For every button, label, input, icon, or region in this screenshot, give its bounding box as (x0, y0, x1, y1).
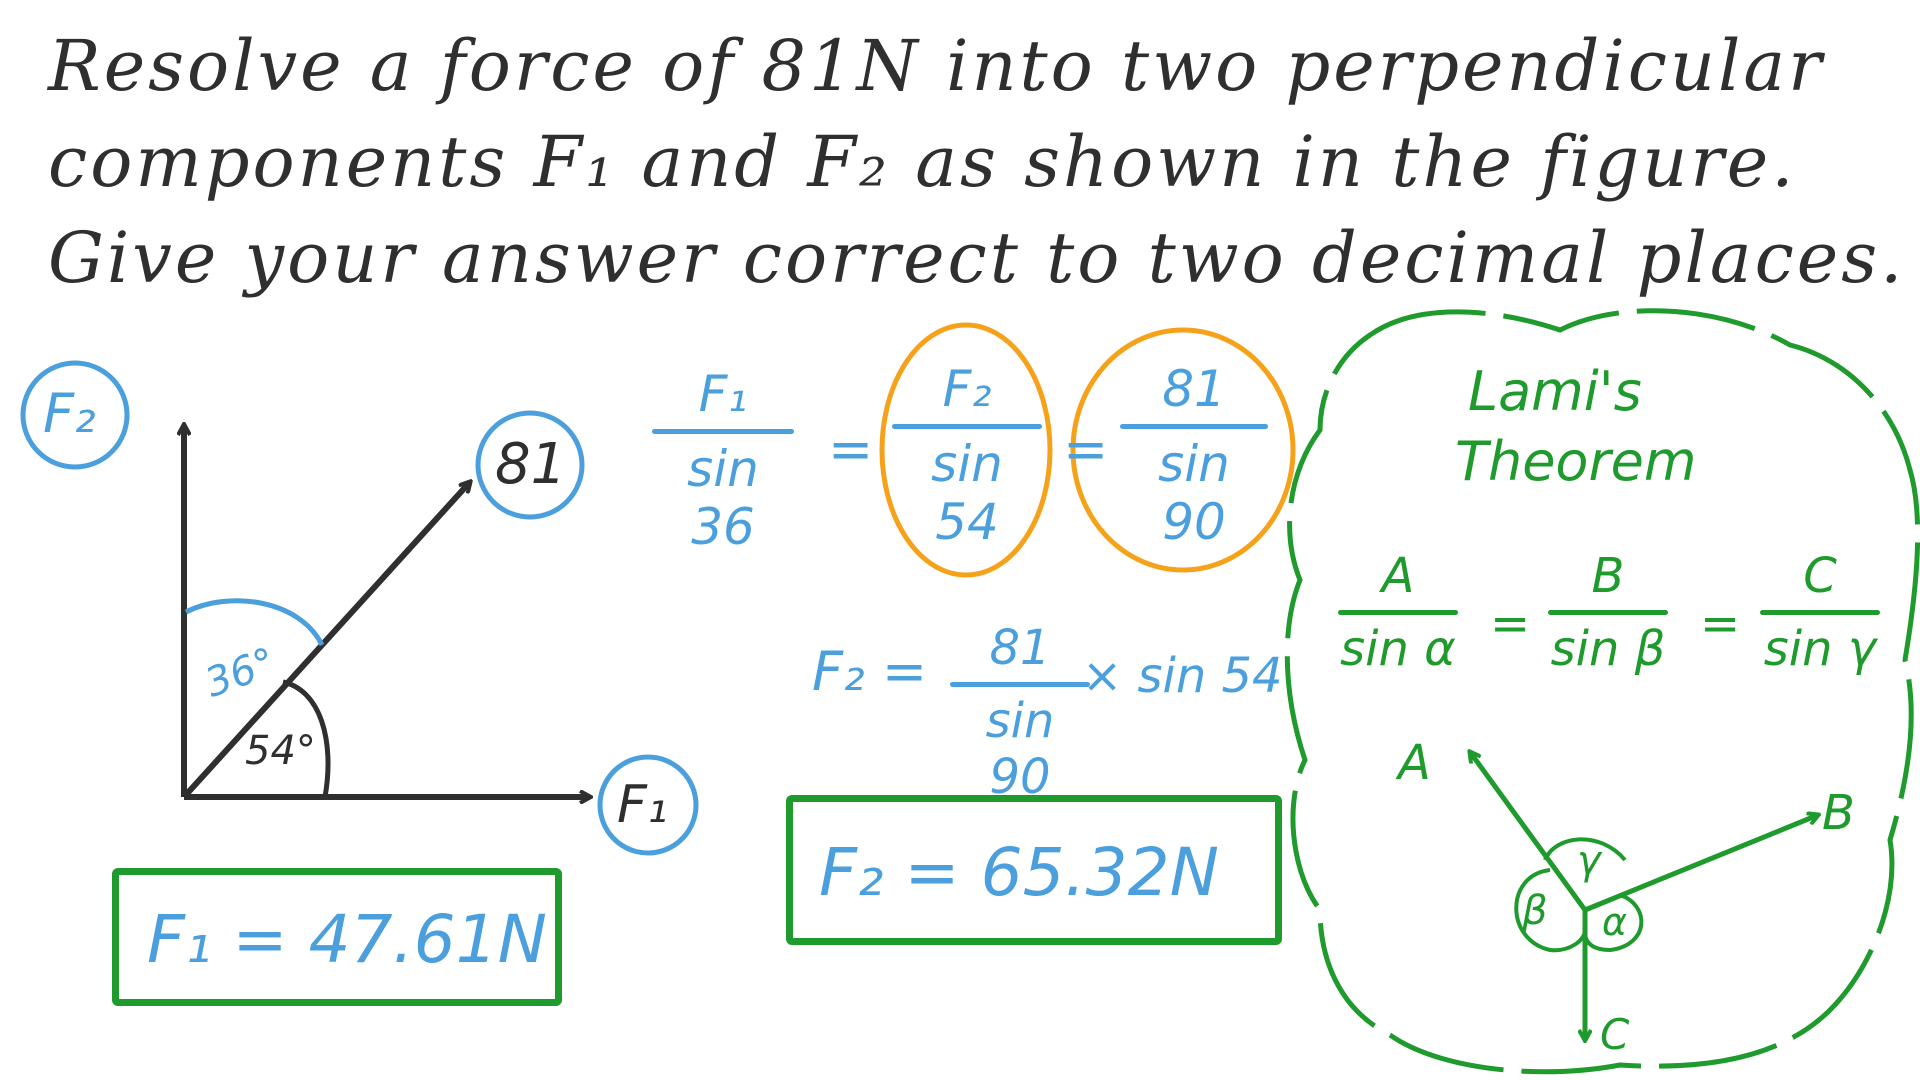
fraction-f1-sin36: F₁ sin 36 (652, 365, 794, 556)
equation2-denominator: sin 90 (985, 693, 1055, 805)
81-label-circle (475, 410, 585, 520)
angle-label-54: 54° (245, 728, 316, 774)
orange-loop-81 (1070, 327, 1296, 573)
lami-arc-gamma (1543, 837, 1627, 862)
fraction-81-numerator: 81 (1162, 360, 1226, 418)
resultant-force-arrow (181, 482, 470, 800)
question-line-3: Give your answer correct to two decimal … (48, 217, 1906, 299)
fraction-f1-denominator: sin 36 (687, 440, 759, 556)
lami-equals-1: = (1490, 596, 1531, 652)
equation2-fraction: 81 sin 90 (950, 620, 1090, 805)
lami-title-line2: Theorem (1455, 430, 1697, 493)
fraction-bar (892, 424, 1042, 429)
lami-equals-2: = (1700, 596, 1741, 652)
label-81: 81 (495, 432, 567, 497)
label-f1: F₁ (617, 775, 668, 835)
equals-sign-2: = (1063, 418, 1109, 481)
lami-vector-c-label: C (1600, 1010, 1630, 1059)
fraction-81-sin90: 81 sin 90 (1120, 360, 1268, 551)
lami-vector-a (1470, 752, 1588, 912)
equation2-numerator: 81 (989, 620, 1051, 676)
equation2-lhs: F₂ = (812, 640, 928, 703)
lami-vector-b (1584, 815, 1818, 913)
fraction-f1-numerator: F₁ (698, 365, 748, 423)
lami-b-denominator: sin β (1550, 621, 1666, 677)
fraction-bar (1760, 610, 1880, 615)
orange-loop-f2 (879, 322, 1053, 578)
lami-c-denominator: sin γ (1763, 621, 1877, 677)
lami-fraction-a: A sin α (1338, 548, 1458, 677)
lami-title-line1: Lami's (1468, 360, 1642, 423)
equals-sign-1: = (828, 418, 874, 481)
fraction-f2-sin54: F₂ sin 54 (892, 360, 1042, 551)
label-f2: F₂ (43, 382, 96, 445)
lami-angle-alpha: α (1602, 900, 1628, 944)
fraction-f2-denominator: sin 54 (931, 435, 1003, 551)
fraction-bar (950, 682, 1090, 687)
lami-fraction-b: B sin β (1548, 548, 1668, 677)
fraction-bar (1120, 424, 1268, 429)
question-text: Resolve a force of 81N into two perpendi… (48, 18, 1906, 306)
fraction-bar (1338, 610, 1458, 615)
f1-label-circle (597, 754, 699, 856)
lami-vector-b-label: B (1822, 785, 1855, 841)
equation2-rhs: × sin 54 (1082, 648, 1283, 704)
fraction-f2-numerator: F₂ (942, 360, 992, 418)
angle-arc-54 (282, 679, 331, 798)
question-line-2: components F₁ and F₂ as shown in the fig… (48, 121, 1797, 203)
lami-a-numerator: A (1381, 548, 1415, 604)
fraction-bar (1548, 610, 1668, 615)
lami-b-numerator: B (1591, 548, 1625, 604)
lami-c-numerator: C (1803, 548, 1837, 604)
fraction-bar (652, 429, 794, 434)
lami-cloud-outline (1284, 308, 1920, 1075)
f2-label-circle (20, 360, 130, 470)
answer-f2: F₂ = 65.32N (819, 834, 1219, 911)
lami-arc-alpha (1583, 893, 1644, 953)
angle-arc-36 (184, 598, 325, 647)
lami-fraction-c: C sin γ (1760, 548, 1880, 677)
answer-box-f1: F₁ = 47.61N (112, 868, 562, 1006)
lami-arc-beta (1514, 868, 1587, 953)
answer-box-f2: F₂ = 65.32N (786, 795, 1282, 945)
lami-angle-beta: β (1522, 888, 1548, 934)
question-line-1: Resolve a force of 81N into two perpendi… (48, 25, 1825, 107)
answer-f1: F₁ = 47.61N (147, 901, 547, 978)
lami-vector-a-label: A (1398, 735, 1431, 791)
lami-a-denominator: sin α (1340, 621, 1456, 677)
lami-angle-gamma: γ (1577, 838, 1601, 884)
fraction-81-denominator: sin 90 (1158, 435, 1230, 551)
